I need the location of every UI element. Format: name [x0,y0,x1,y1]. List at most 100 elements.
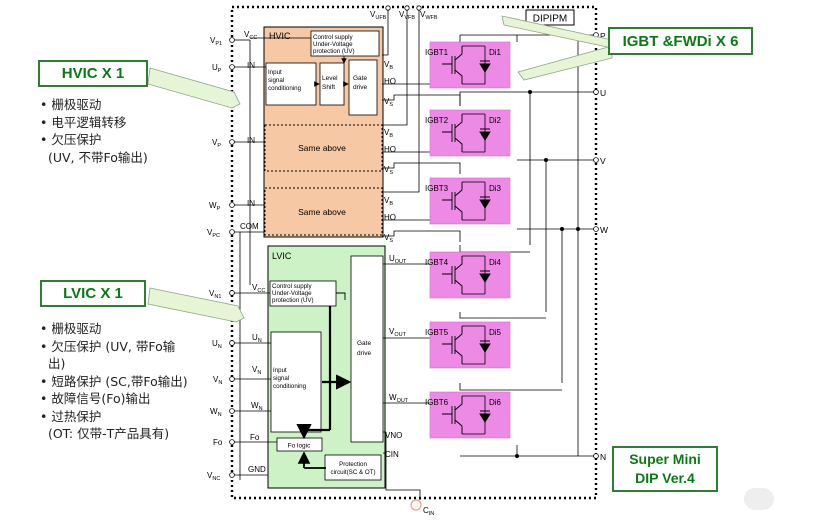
scroll-button[interactable] [744,488,774,510]
hvic-feature-item: • 电平逻辑转移 [40,114,127,130]
supermini-line2: DIP Ver.4 [635,470,695,486]
pin-vn1: VN1 [209,289,221,300]
pin-un: UN [212,339,222,350]
lvic-callout-arrow [147,287,245,323]
igbt-label: IGBT1 [425,48,449,57]
lvic-feature-list: • 栅极驱动 • 欠压保护 (UV, 带Fo输 出) • 短路保护 (SC,带F… [40,320,188,443]
lvic-wn-label: WN [251,401,263,412]
pin-n: N [600,452,606,462]
hvic-callout-arrow [147,67,241,109]
pin-vn: VN [213,375,222,386]
hvic-callout: HVIC X 1 [38,60,148,87]
lvic-cin-label: CIN [385,450,399,459]
igbt-box [429,41,511,89]
pin-vpc: VPC [207,228,220,239]
igbt-box [429,109,511,157]
lvic-gate-line1: Gate [357,340,371,347]
diode-label: Di1 [489,48,502,57]
diode-label: Di2 [489,116,502,125]
right-pins: P U V W N [593,31,608,462]
supermini-callout: Super Mini DIP Ver.4 [612,446,718,492]
lvic-un-label: UN [252,333,262,344]
pin-p: P [600,31,606,41]
lvic-uv-box [269,280,337,307]
hvic-vs1-label: VS [384,97,393,108]
igbt-box [429,251,511,299]
lvic-feature-item: • 故障信号(Fo)输出 [40,391,151,406]
diode-label: Di4 [489,258,502,267]
hvic-uv-line1: Control supply [313,34,353,41]
lvic-uv-line2: Under-Voltage [272,290,312,297]
pin-fo: Fo [213,438,223,447]
igbt-label: IGBT3 [425,184,449,193]
pin-vnc: VNC [207,471,220,482]
hvic-label: HVIC [269,31,291,41]
igbt-callout-arrow [517,45,613,81]
lvic-uout-label: UOUT [389,254,407,265]
igbt-label: IGBT6 [425,398,449,407]
pin-vwfb: VWFB [420,10,438,21]
pin-vp: VP [212,138,221,149]
hvic-level-line1: Level [322,75,338,82]
lvic-input-line2: signal [273,375,289,382]
lvic-vno-label: VNO [385,431,402,440]
hvic-feature-list: • 栅极驱动 • 电平逻辑转移 • 欠压保护 (UV, 不带Fo输出) [40,96,148,166]
diode-label: Di5 [489,328,502,337]
hvic-gate-line2: drive [353,84,367,91]
igbt-label: IGBT5 [425,328,449,337]
hvic-gate-box [348,59,378,116]
igbt-symbol-icon [442,396,463,434]
igbt-box [429,391,511,439]
lvic-uv-line1: Control supply [272,283,312,290]
hvic-com-label: COM [240,222,259,231]
hvic-uv-line3: protection (UV) [313,48,355,55]
pin-up: UP [212,63,222,74]
igbt-symbol-icon [442,182,463,220]
pin-vvfb: VVFB [399,10,415,21]
hvic-uv-box [310,30,380,57]
igbt-symbol-icon [442,46,463,84]
hvic-input-line2: signal [268,77,284,84]
hvic-same-above-2: Same above [298,207,346,217]
hvic-vs2-label: VS [384,165,393,176]
hvic-channel2-box [264,124,383,172]
lvic-input-line1: Input [273,367,287,374]
pin-cin-bottom: CIN [423,506,434,517]
igbt-cell: IGBT2 Di2 [425,109,511,157]
pin-wn: WN [210,407,222,418]
cin-pin-icon [410,499,422,511]
igbt-symbol-icon [442,256,463,294]
hvic-vb3-label: VB [384,196,393,207]
pin-v: V [600,156,606,166]
lvic-wout-label: WOUT [389,393,409,404]
hvic-vb2-label: VB [384,128,393,139]
igbt-box [429,177,511,225]
hvic-in3-label: IN [247,199,255,208]
hvic-feature-item: • 栅极驱动 [40,97,102,112]
hvic-same-above-1: Same above [298,143,346,153]
igbt-label: IGBT2 [425,116,449,125]
package-outline [230,5,598,500]
lvic-fo-label: Fo [250,433,260,442]
supermini-line1: Super Mini [629,451,701,467]
lvic-protection-line1: Protection [339,461,367,468]
hvic-channel3-box [264,187,383,236]
lvic-feature-item: (OT: 仅带-T产品具有) [40,426,170,441]
igbt-callout: IGBT &FWDi X 6 [608,27,753,55]
lvic-uv-line3: protection (UV) [272,297,314,304]
hvic-vs3-label: VS [384,233,393,244]
hvic-in1-label: IN [247,61,255,70]
lvic-feature-item: • 短路保护 (SC,带Fo输出) [40,373,188,389]
hvic-input-line1: Input [268,69,282,76]
lvic-vout-label: VOUT [389,327,407,338]
hvic-gate-line1: Gate [353,75,367,82]
lvic-feature-item: • 栅极驱动 [40,321,102,336]
pin-w: W [600,225,608,235]
hvic-uv-line2: Under-Voltage [313,41,353,48]
